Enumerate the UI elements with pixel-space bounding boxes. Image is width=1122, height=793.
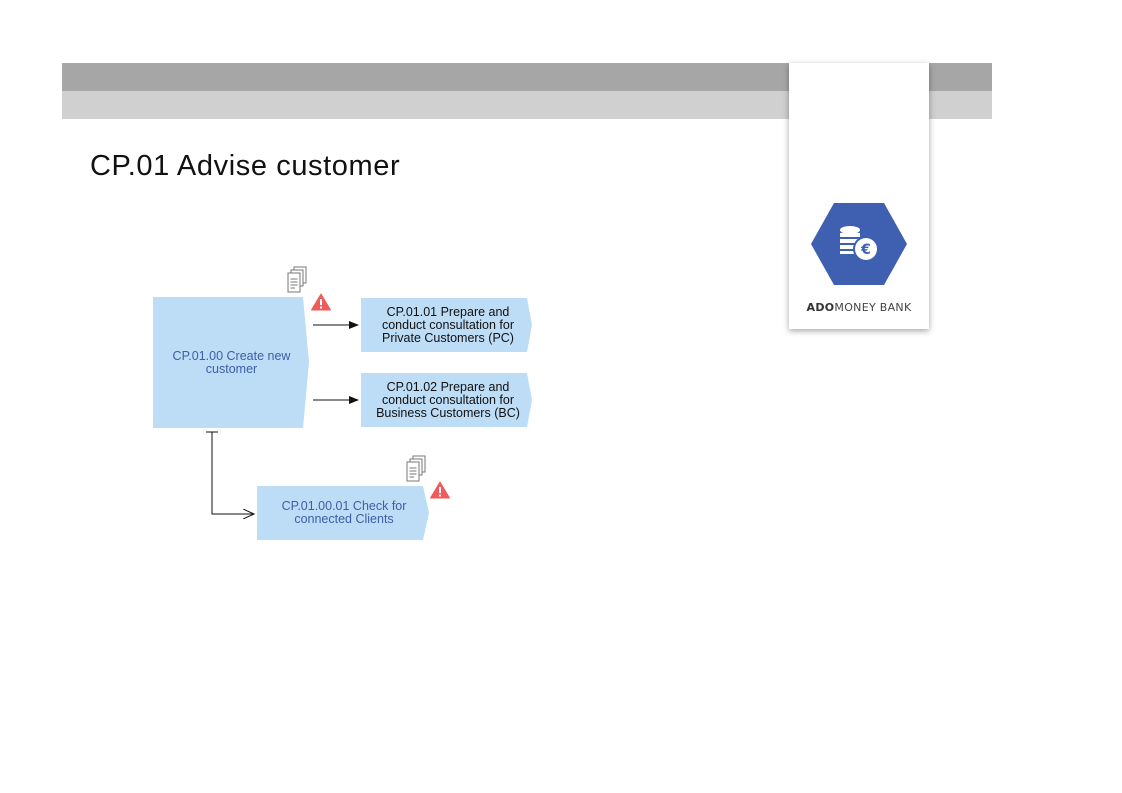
node-shape-cp010001[interactable] — [257, 486, 429, 540]
warning-icon[interactable] — [311, 293, 331, 311]
coins-euro-icon: € — [811, 203, 907, 285]
arrow-to-cp010001 — [211, 432, 254, 514]
node-shape-cp0101[interactable] — [361, 298, 532, 352]
node-shape-cp0100[interactable] — [153, 297, 309, 428]
node-shape-cp0102[interactable] — [361, 373, 532, 427]
node-label-cp0100: CP.01.00 Create new customer — [172, 348, 291, 376]
document-icon[interactable] — [287, 266, 307, 293]
warning-icon-sub[interactable] — [430, 481, 450, 499]
node-label-cp0102: CP.01.02 Prepare and conduct consultatio… — [376, 379, 520, 420]
node-label-cp0101: CP.01.01 Prepare and conduct consultatio… — [381, 304, 515, 345]
svg-text:€: € — [860, 242, 871, 258]
brand-name: ADOMONEY BANK — [806, 301, 912, 314]
logo-card: € ADOMONEY BANK — [789, 63, 929, 329]
page-title: CP.01 Advise customer — [90, 150, 401, 182]
document-icon-sub[interactable] — [406, 455, 426, 482]
node-label-cp010001: CP.01.00.01 Check for connected Clients — [281, 499, 407, 526]
